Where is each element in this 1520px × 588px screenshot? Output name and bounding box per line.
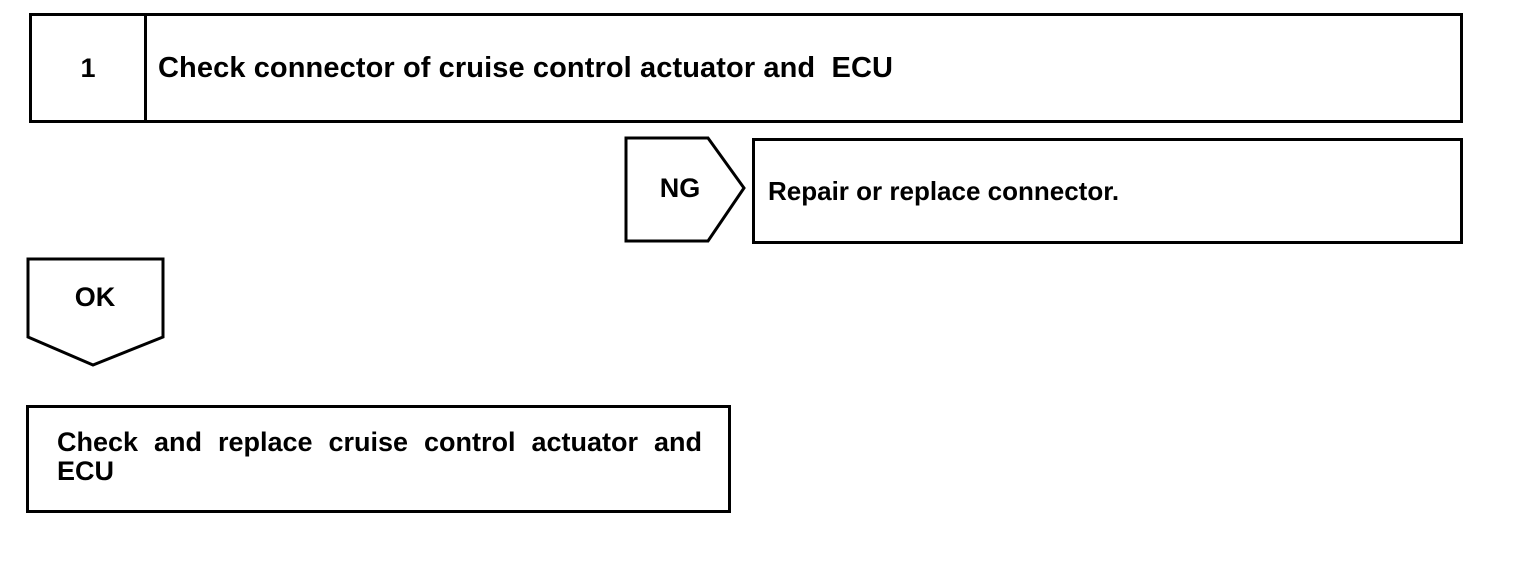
ng-result-box: Repair or replace connector. xyxy=(752,138,1463,244)
ok-result-text: Check and replace cruise control actuato… xyxy=(57,427,702,486)
ng-label: NG xyxy=(659,173,701,203)
step-title: Check connector of cruise control actuat… xyxy=(158,51,894,84)
ok-arrow-icon xyxy=(26,257,165,367)
step-number: 1 xyxy=(32,16,147,120)
ok-label: OK xyxy=(74,282,116,312)
ng-arrow-icon xyxy=(624,136,746,243)
ng-result-text: Repair or replace connector. xyxy=(768,175,1120,206)
step-box: 1 Check connector of cruise control actu… xyxy=(29,13,1463,123)
ok-result-box: Check and replace cruise control actuato… xyxy=(26,405,731,513)
